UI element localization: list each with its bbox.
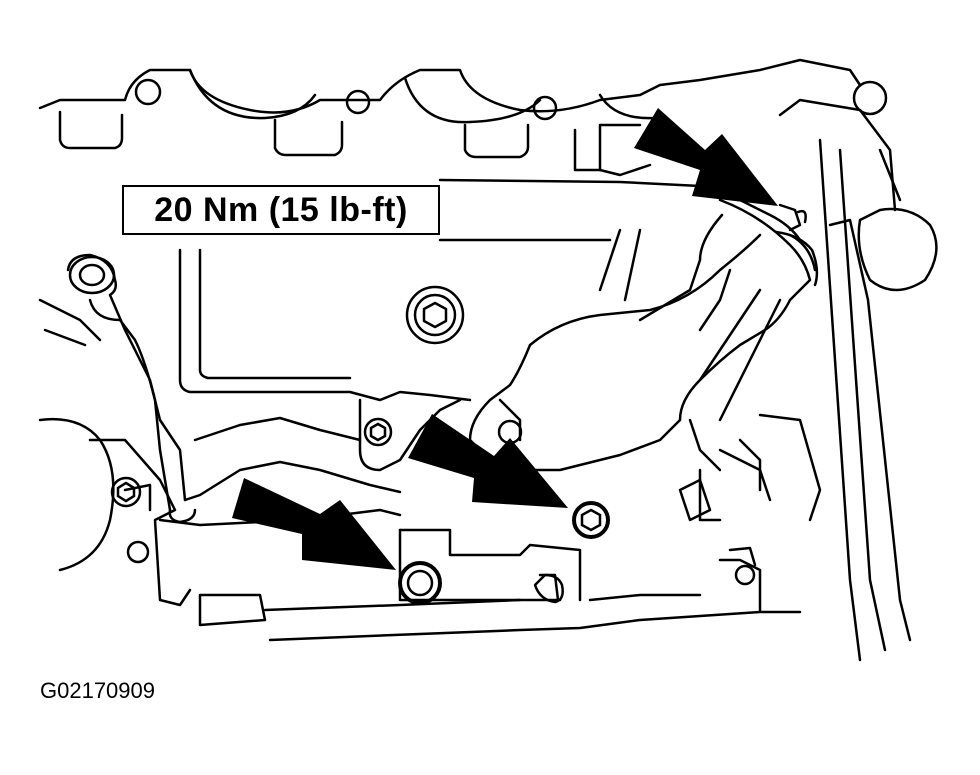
bolt-icon xyxy=(422,301,448,329)
bolt-icon xyxy=(398,561,442,605)
figure-reference-code: G02170909 xyxy=(40,678,155,703)
torque-spec-callout: 20 Nm (15 lb-ft) xyxy=(122,185,440,235)
pointer-arrow-icon xyxy=(634,108,778,206)
torque-spec-label: 20 Nm (15 lb-ft) xyxy=(154,190,408,229)
manifold-port-hole xyxy=(532,95,558,121)
bolt-icon xyxy=(572,501,610,539)
pointer-arrow-icon xyxy=(408,414,568,508)
intake-manifold-outline xyxy=(38,58,862,114)
right-housing-edge xyxy=(828,218,912,642)
manifold-port-hole xyxy=(345,89,371,115)
bolt-icon xyxy=(110,476,142,508)
bolt-icon xyxy=(363,417,393,447)
block-hole xyxy=(126,540,150,564)
pointer-arrow-icon xyxy=(232,478,396,570)
bolt-group xyxy=(110,417,756,605)
manifold-port-hole xyxy=(134,78,162,106)
manifold-port-hole xyxy=(852,80,888,116)
bolt-icon xyxy=(734,564,756,586)
coolant-inlet-pipe xyxy=(66,253,187,502)
